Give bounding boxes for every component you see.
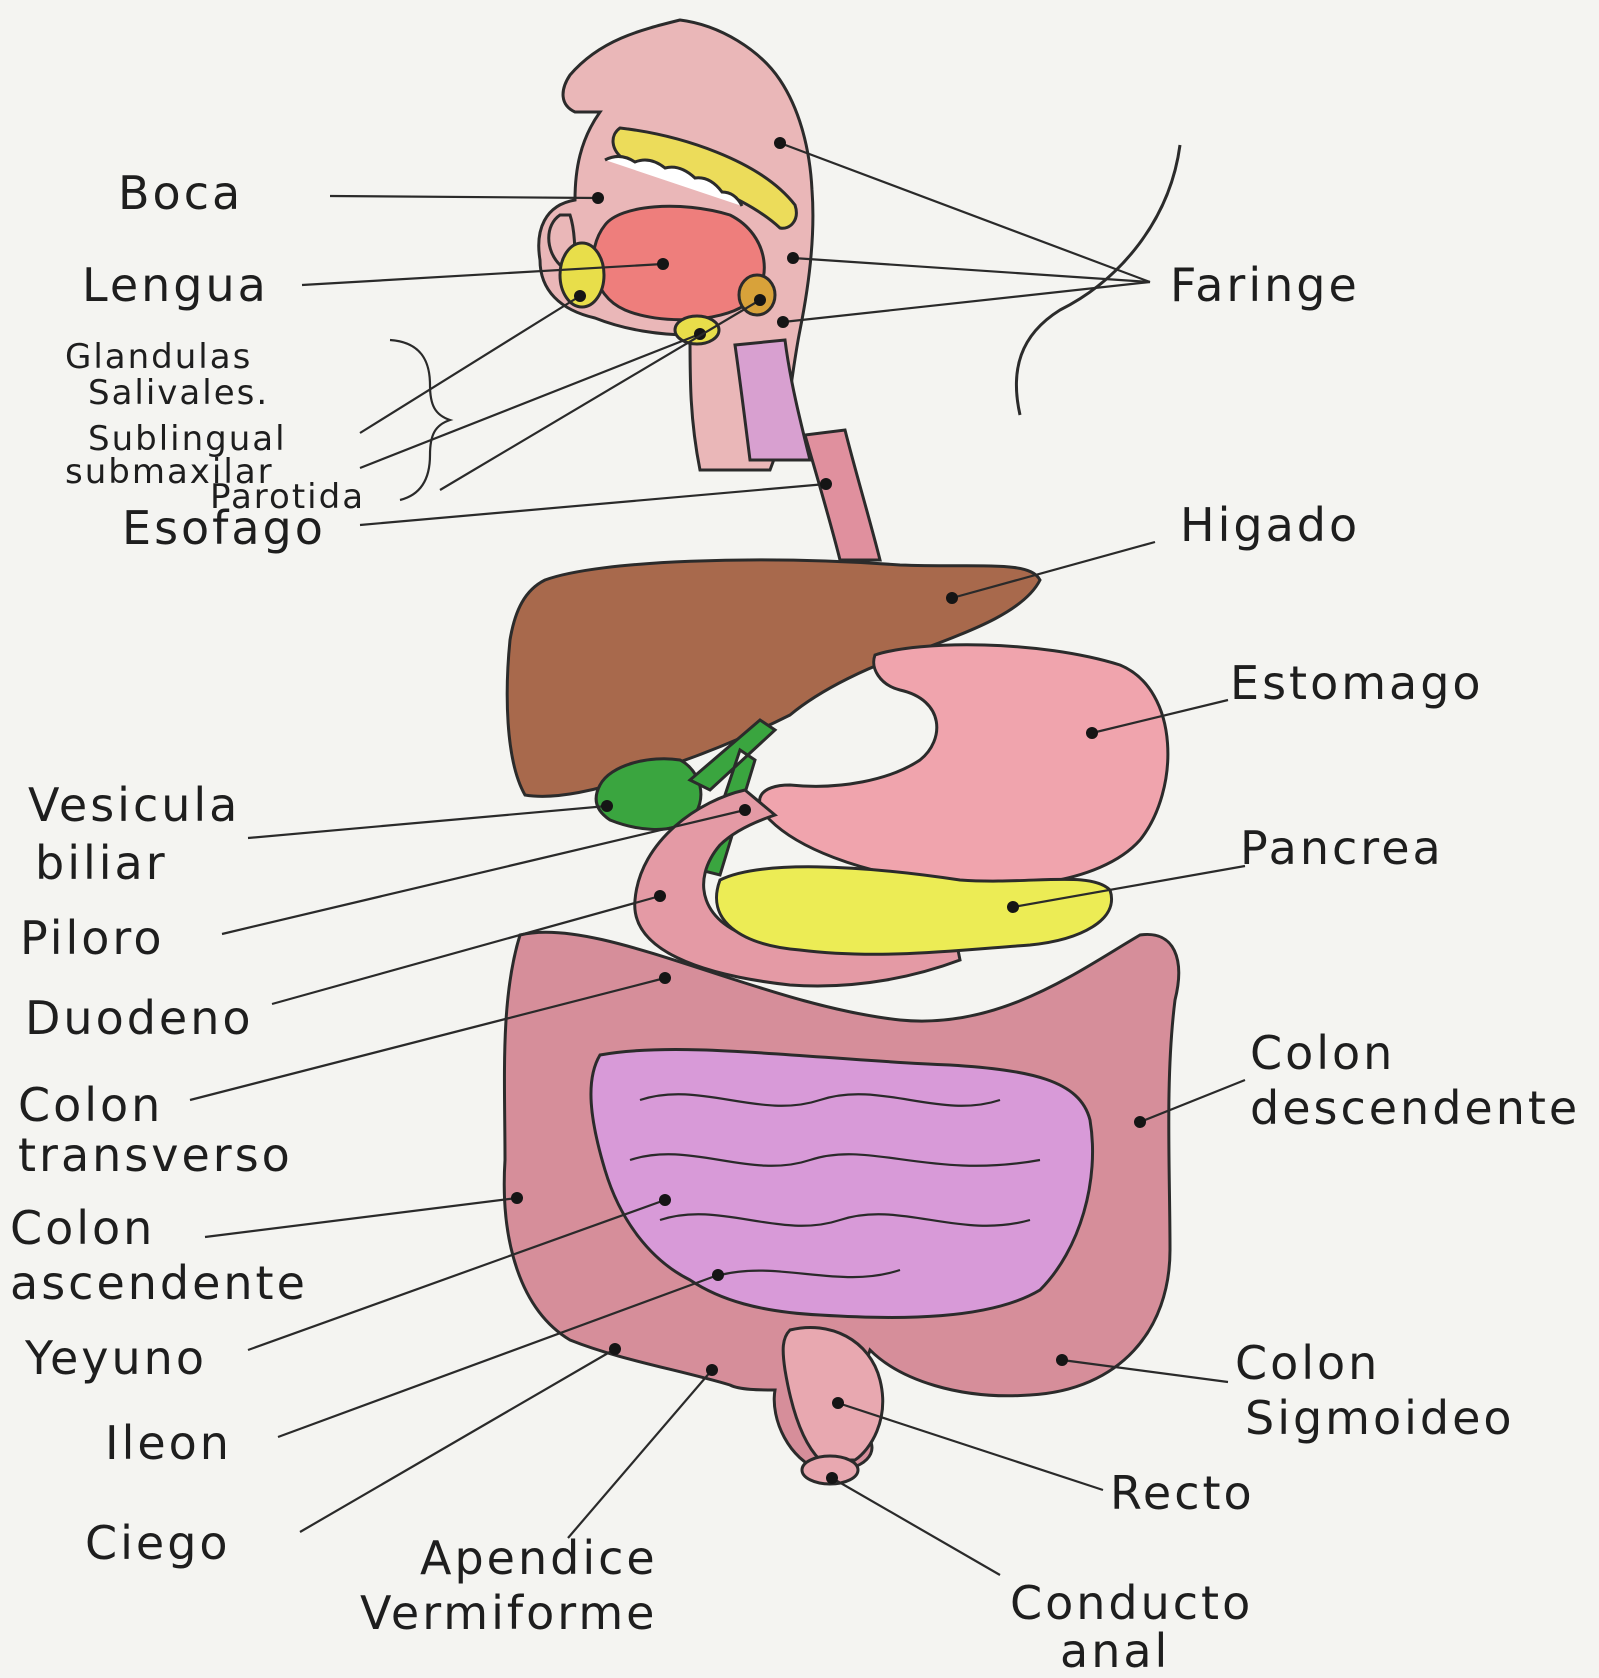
label-colon-sigmoideo-2: Sigmoideo (1245, 1395, 1515, 1441)
neck-back-line (1016, 145, 1180, 415)
label-sublingual: Sublingual (88, 422, 287, 456)
label-glandulas-2: Salivales. (88, 376, 269, 410)
dot-yeyuno (659, 1194, 671, 1206)
label-apendice-2: Vermiforme (360, 1590, 657, 1636)
dot-faringe-3 (777, 316, 789, 328)
dot-vesicula (601, 800, 613, 812)
dot-pancrea (1007, 901, 1019, 913)
dot-sublingual (574, 290, 586, 302)
pancreas (717, 867, 1112, 954)
label-yeyuno: Yeyuno (25, 1335, 207, 1381)
label-colon-descendente-1: Colon (1250, 1030, 1395, 1076)
label-glandulas-1: Glandulas (65, 340, 252, 374)
dot-duodeno (654, 890, 666, 902)
dot-higado (946, 592, 958, 604)
dot-ileon (712, 1269, 724, 1281)
dot-colon-transverso (659, 972, 671, 984)
dot-estomago (1086, 727, 1098, 739)
dot-lengua (657, 258, 669, 270)
dot-conducto (826, 1472, 838, 1484)
dot-recto (832, 1397, 844, 1409)
dot-colon-ascendente (511, 1192, 523, 1204)
leader-ciego (300, 1349, 615, 1532)
leader-faringe-3 (783, 282, 1150, 322)
leader-apendice (568, 1370, 712, 1538)
label-estomago: Estomago (1230, 660, 1484, 706)
dot-colon-descendente (1134, 1116, 1146, 1128)
dot-ciego (609, 1343, 621, 1355)
label-vesicula-2: biliar (35, 840, 168, 886)
dot-piloro (739, 804, 751, 816)
leader-recto (838, 1403, 1103, 1490)
label-ileon: Ileon (105, 1420, 232, 1466)
leader-colon-ascendente (205, 1198, 517, 1237)
label-colon-transverso-1: Colon (18, 1082, 163, 1128)
label-colon-sigmoideo-1: Colon (1235, 1340, 1380, 1386)
label-colon-descendente-2: descendente (1250, 1085, 1580, 1131)
dot-faringe-2 (787, 252, 799, 264)
dot-colon-sigmoideo (1056, 1354, 1068, 1366)
leader-esofago (360, 484, 826, 525)
label-esofago: Esofago (122, 505, 326, 551)
label-colon-ascendente-1: Colon (10, 1205, 155, 1251)
dot-parotida (754, 294, 766, 306)
leader-conducto (832, 1478, 1000, 1575)
label-colon-ascendente-2: ascendente (10, 1260, 308, 1306)
pharynx-tube (735, 340, 810, 460)
label-boca: Boca (118, 170, 243, 216)
tongue-shape (593, 206, 764, 319)
label-pancrea: Pancrea (1240, 825, 1444, 871)
head-region (539, 20, 1180, 470)
dot-faringe-1 (774, 137, 786, 149)
label-colon-transverso-2: transverso (18, 1132, 293, 1178)
leader-boca (330, 196, 598, 198)
esophagus (805, 430, 880, 560)
label-conducto-1: Conducto (1010, 1580, 1253, 1626)
label-conducto-2: anal (1060, 1628, 1170, 1674)
dot-esofago (820, 478, 832, 490)
label-piloro: Piloro (20, 915, 164, 961)
label-vesicula-1: Vesicula (28, 782, 240, 828)
label-higado: Higado (1180, 502, 1360, 548)
label-apendice-1: Apendice (420, 1535, 658, 1581)
label-ciego: Ciego (85, 1520, 231, 1566)
label-lengua: Lengua (82, 262, 269, 308)
leader-vesicula (248, 806, 607, 838)
dot-boca (592, 192, 604, 204)
leader-sublingual (360, 296, 580, 433)
label-faringe: Faringe (1170, 262, 1360, 308)
glands-brace (390, 340, 450, 500)
dot-apendice (706, 1364, 718, 1376)
label-duodeno: Duodeno (25, 995, 254, 1041)
label-recto: Recto (1110, 1470, 1255, 1516)
